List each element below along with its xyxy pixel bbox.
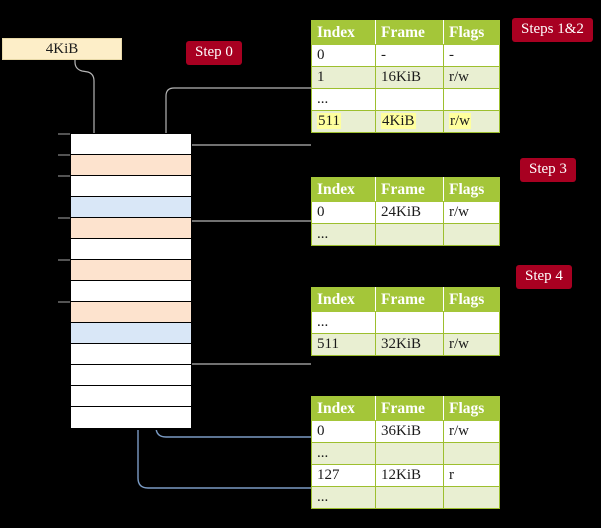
cell-frame-text: 4KiB	[381, 113, 416, 129]
memory-frame-cell	[71, 323, 191, 344]
cell-flags	[443, 486, 500, 509]
memory-frame-cell	[71, 155, 191, 176]
cell-index: ...	[311, 442, 376, 465]
virtual-address-box: 4KiB	[2, 38, 122, 60]
memory-frame-cell	[71, 344, 191, 365]
cell-flags: r/w	[443, 201, 500, 224]
column-header-flags: Flags	[443, 177, 500, 202]
page-table-pt: Index Frame Flags 0 36KiB r/w ... 127 12…	[311, 396, 500, 509]
page-table-pd: Index Frame Flags ... 511 32KiB r/w	[311, 287, 500, 356]
memory-frame-cell	[71, 176, 191, 197]
cell-frame: -	[375, 44, 444, 67]
table-row[interactable]: ...	[311, 486, 500, 509]
cell-index: 511	[311, 333, 376, 356]
cell-frame: 16KiB	[375, 66, 444, 89]
page-table-pdpt: Index Frame Flags 0 24KiB r/w ...	[311, 177, 500, 246]
badge-step-3-label: Step 3	[529, 161, 567, 177]
cell-frame: 24KiB	[375, 201, 444, 224]
cell-flags: r/w	[443, 333, 500, 356]
cell-frame: 12KiB	[375, 464, 444, 487]
cell-flags: -	[443, 44, 500, 67]
cell-index: ...	[311, 88, 376, 111]
badge-steps-1-2: Steps 1&2	[512, 18, 593, 42]
cell-frame: 32KiB	[375, 333, 444, 356]
cell-index: ...	[311, 223, 376, 246]
cell-frame	[375, 311, 444, 334]
column-header-frame: Frame	[375, 287, 444, 312]
cell-flags: r/w	[443, 66, 500, 89]
memory-frame-cell	[71, 239, 191, 260]
memory-frame-cell	[71, 386, 191, 407]
table-row[interactable]: ...	[311, 442, 500, 465]
table-row[interactable]: 127 12KiB r	[311, 464, 500, 487]
column-header-index: Index	[311, 287, 376, 312]
cell-index: ...	[311, 486, 376, 509]
column-header-index: Index	[311, 396, 376, 421]
cell-flags: r/w	[443, 420, 500, 443]
cell-index: 1	[311, 66, 376, 89]
column-header-flags: Flags	[443, 20, 500, 45]
column-header-frame: Frame	[375, 20, 444, 45]
badge-step-3: Step 3	[520, 158, 576, 182]
badge-step-0-label: Step 0	[195, 44, 233, 60]
table-row[interactable]: ...	[311, 88, 500, 111]
cell-index: 0	[311, 201, 376, 224]
wire-pml4-entry511-to-frame	[171, 144, 311, 251]
table-row-highlighted[interactable]: 511 4KiB r/w	[311, 110, 500, 133]
cell-index: ...	[311, 311, 376, 334]
memory-frame-cell	[71, 281, 191, 302]
cell-flags	[443, 442, 500, 465]
cell-flags-text: r/w	[449, 113, 471, 129]
cell-index-text: 511	[317, 113, 341, 129]
table-header-row: Index Frame Flags	[311, 396, 500, 421]
cell-frame: 4KiB	[375, 110, 444, 133]
column-header-flags: Flags	[443, 287, 500, 312]
memory-frame-cell	[71, 197, 191, 218]
badge-steps-1-2-label: Steps 1&2	[521, 21, 584, 37]
table-row[interactable]: 511 32KiB r/w	[311, 333, 500, 356]
memory-frame-cell	[71, 134, 191, 155]
cell-flags	[443, 88, 500, 111]
memory-frame-cell	[71, 302, 191, 323]
table-header-row: Index Frame Flags	[311, 177, 500, 202]
column-header-index: Index	[311, 20, 376, 45]
cell-flags	[443, 223, 500, 246]
cell-flags: r	[443, 464, 500, 487]
wire-pdpt-entry0-to-frame	[181, 220, 311, 257]
cell-index: 511	[311, 110, 376, 133]
cell-frame: 36KiB	[375, 420, 444, 443]
column-header-flags: Flags	[443, 396, 500, 421]
virtual-address-label: 4KiB	[45, 41, 79, 57]
table-row[interactable]: ...	[311, 311, 500, 334]
table-row[interactable]: 0 - -	[311, 44, 500, 67]
table-row[interactable]: 0 24KiB r/w	[311, 201, 500, 224]
cell-frame	[375, 223, 444, 246]
memory-frame-cell	[71, 218, 191, 239]
table-header-row: Index Frame Flags	[311, 20, 500, 45]
table-header-row: Index Frame Flags	[311, 287, 500, 312]
cell-index: 0	[311, 420, 376, 443]
cell-frame	[375, 88, 444, 111]
badge-step-4-label: Step 4	[525, 268, 563, 284]
cell-flags	[443, 311, 500, 334]
page-table-pml4: Index Frame Flags 0 - - 1 16KiB r/w ... …	[311, 20, 500, 133]
column-header-frame: Frame	[375, 177, 444, 202]
memory-frame-cell	[71, 365, 191, 386]
cell-flags: r/w	[443, 110, 500, 133]
frame-tick-marks	[58, 133, 70, 303]
column-header-frame: Frame	[375, 396, 444, 421]
cell-index: 0	[311, 44, 376, 67]
cell-frame	[375, 442, 444, 465]
badge-step-4: Step 4	[516, 265, 572, 289]
column-header-index: Index	[311, 177, 376, 202]
table-row[interactable]: ...	[311, 223, 500, 246]
table-row[interactable]: 1 16KiB r/w	[311, 66, 500, 89]
memory-frame-cell	[71, 407, 191, 428]
memory-frame-cell	[71, 260, 191, 281]
badge-step-0: Step 0	[186, 41, 242, 65]
table-row[interactable]: 0 36KiB r/w	[311, 420, 500, 443]
cell-frame	[375, 486, 444, 509]
physical-memory-frame-stack	[70, 133, 192, 430]
cell-index: 127	[311, 464, 376, 487]
